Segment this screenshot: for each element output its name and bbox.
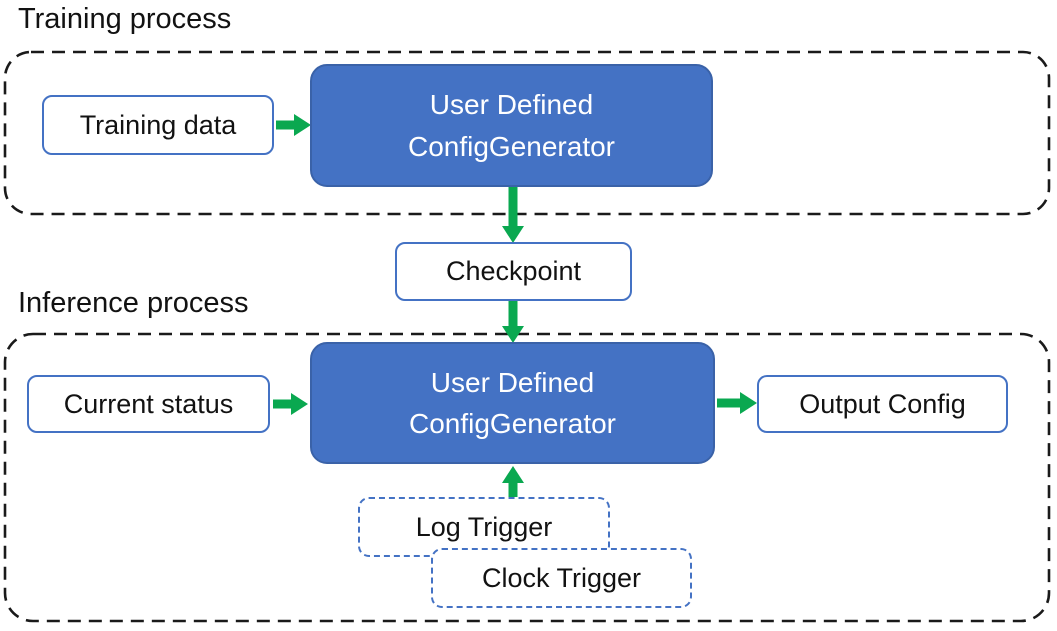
- training-data-node: Training data: [42, 95, 274, 155]
- inference-process-title: Inference process: [18, 287, 249, 319]
- clock-trigger-node: Clock Trigger: [431, 548, 692, 608]
- arrow-checkpoint-to-generator: [502, 301, 524, 343]
- training-config-generator-label-line1: User Defined: [429, 89, 594, 121]
- training-data-label: Training data: [79, 109, 237, 140]
- training-config-generator-label-line2: ConfigGenerator: [407, 130, 615, 162]
- clock-trigger-label: Clock Trigger: [481, 562, 642, 593]
- training-config-generator-node: User Defined ConfigGenerator: [310, 64, 713, 187]
- checkpoint-node: Checkpoint: [395, 242, 632, 301]
- arrow-current-status-to-generator: [273, 393, 308, 415]
- arrow-generator-to-checkpoint: [502, 187, 524, 243]
- inference-config-generator-label-line2: ConfigGenerator: [408, 408, 616, 439]
- current-status-label: Current status: [63, 388, 234, 419]
- arrow-generator-to-output-config: [717, 392, 757, 414]
- inference-config-generator-node: User Defined ConfigGenerator: [310, 342, 715, 464]
- log-trigger-label: Log Trigger: [415, 511, 553, 542]
- log-trigger-node: Log Trigger: [358, 497, 610, 557]
- output-config-label: Output Config: [799, 388, 966, 419]
- inference-config-generator-label-line1: User Defined: [430, 366, 595, 398]
- training-process-container: [3, 50, 1051, 216]
- arrow-training-data-to-generator: [276, 114, 311, 136]
- training-process-title: Training process: [18, 3, 232, 35]
- arrow-trigger-to-generator: [502, 466, 524, 497]
- current-status-node: Current status: [27, 375, 270, 433]
- inference-process-container: [3, 332, 1051, 623]
- output-config-node: Output Config: [757, 375, 1008, 433]
- checkpoint-label: Checkpoint: [445, 256, 582, 286]
